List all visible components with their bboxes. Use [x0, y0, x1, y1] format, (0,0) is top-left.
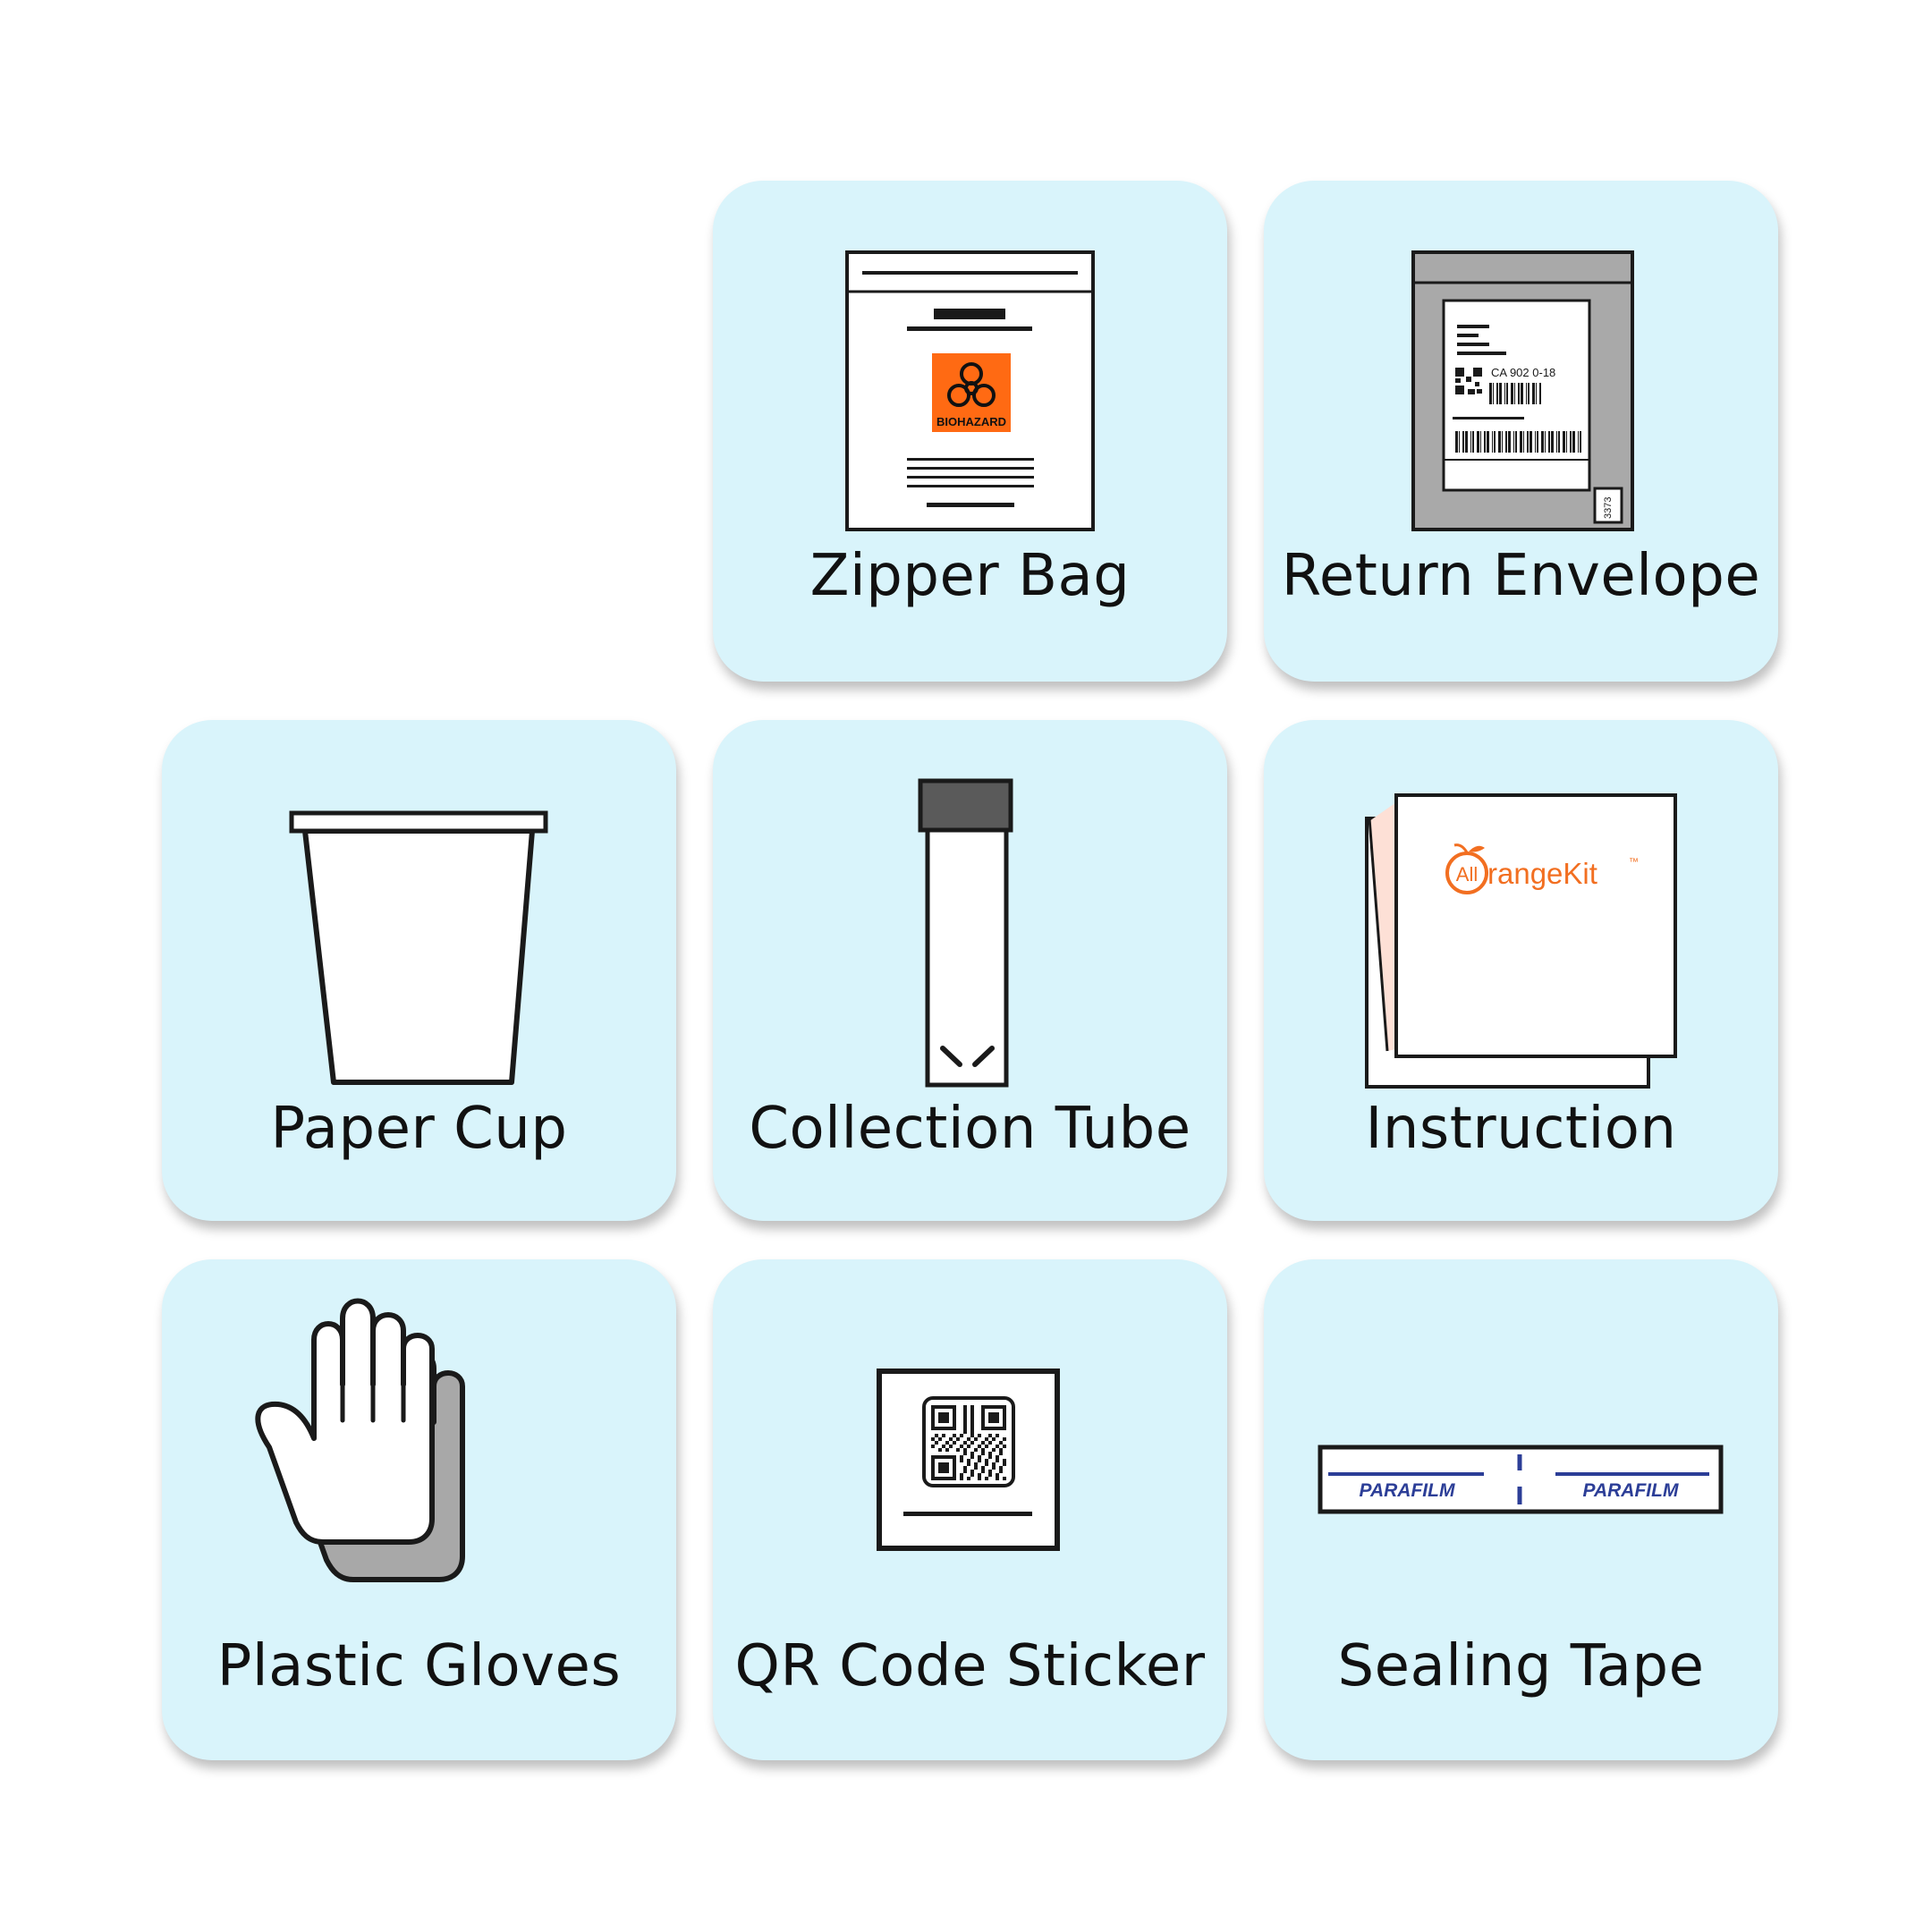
item-card-collection-tube: Collection Tube [713, 720, 1227, 1221]
item-label: Instruction [1365, 1096, 1677, 1162]
qr-code-pattern [931, 1405, 1006, 1480]
item-card-plastic-gloves: Plastic Gloves [162, 1259, 676, 1760]
brand-name: rangeKit [1487, 857, 1597, 890]
item-label: Paper Cup [270, 1096, 568, 1162]
plastic-gloves-icon [255, 1298, 465, 1582]
brand-prefix: All [1456, 863, 1478, 886]
brand-trademark: ™ [1629, 857, 1639, 868]
barcode-large [1455, 431, 1581, 453]
item-card-return-envelope: CA 902 0-18 3373 Return Envelope [1264, 181, 1778, 682]
return-envelope-icon: CA 902 0-18 3373 [1411, 250, 1634, 531]
zipper-bag-icon: BIOHAZARD [845, 250, 1095, 531]
collection-tube-icon [918, 778, 1013, 1088]
item-label: Zipper Bag [809, 543, 1131, 609]
tape-text-left: PARAFILM [1360, 1480, 1455, 1501]
sealing-tape-icon: PARAFILM PARAFILM [1318, 1445, 1724, 1514]
qr-code-sticker-icon [877, 1368, 1060, 1551]
tracking-number: CA 902 0-18 [1491, 366, 1555, 379]
biohazard-text: BIOHAZARD [936, 415, 1006, 428]
item-label: Collection Tube [749, 1096, 1191, 1162]
item-card-paper-cup: Paper Cup [162, 720, 676, 1221]
item-card-instruction: All rangeKit ™ Instruction [1264, 720, 1778, 1221]
instruction-booklet-icon: All rangeKit ™ [1365, 793, 1677, 1089]
item-card-zipper-bag: BIOHAZARD Zipper Bag [713, 181, 1227, 682]
tape-text-right: PARAFILM [1583, 1480, 1679, 1501]
stamp-number: 3373 [1603, 497, 1614, 519]
item-label: Return Envelope [1281, 543, 1761, 609]
item-label: Sealing Tape [1337, 1633, 1705, 1699]
item-label: QR Code Sticker [734, 1633, 1206, 1699]
paper-cup-icon [289, 810, 548, 1085]
item-card-qr-code-sticker: QR Code Sticker [713, 1259, 1227, 1760]
barcode-small [1489, 383, 1541, 404]
item-card-sealing-tape: PARAFILM PARAFILM Sealing Tape [1264, 1259, 1778, 1760]
item-label: Plastic Gloves [216, 1633, 622, 1699]
